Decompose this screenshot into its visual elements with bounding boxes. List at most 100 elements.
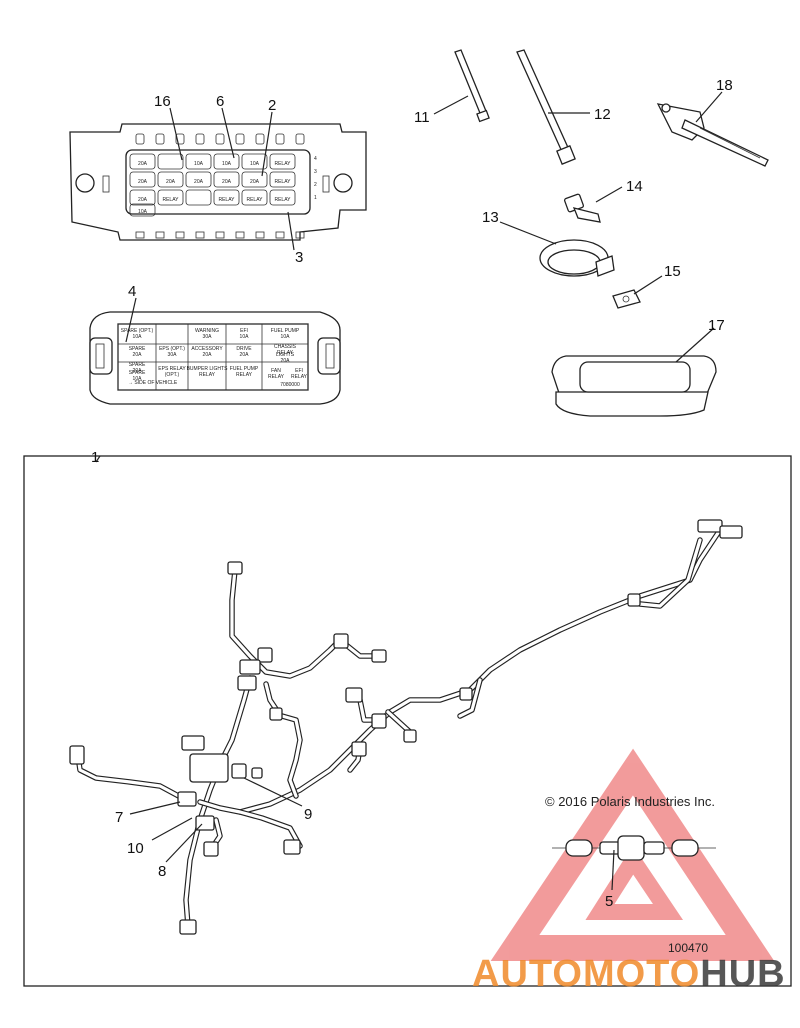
fuse-tab [255,133,265,145]
fuse-pin [135,231,145,239]
cover-cell-label: SPARE [129,370,146,376]
fuse-tab [235,133,245,145]
callout-7: 7 [115,809,123,826]
figure-number: 100470 [668,941,708,955]
fuse-slot [213,189,240,206]
leader-lines [95,91,723,891]
fuse-slot [241,153,268,170]
svg-text:AUTOMOTOHUB: AUTOMOTOHUB [472,953,786,995]
fuse-slot-label: 20A [138,197,148,203]
callout-4: 4 [128,283,136,300]
fuse-slot [269,153,296,170]
harness-wire-fill [458,678,482,718]
fuse-slot-label: 20A [138,161,148,167]
cover-cell-label: RELAY [291,374,308,380]
cover-cell-label: EPS (OPT.) [159,346,185,352]
cover-cell-label: 10A [133,376,143,382]
fuse-slot-label: 20A [166,179,176,185]
cover-cell-label: RELAY [236,372,253,378]
watermark-automoto: AUTOMOTO [472,953,700,995]
cover-cell-label: FAN [271,368,281,374]
fuse-pin [255,231,265,239]
cover-cell-label: RELAY [268,374,285,380]
fuse-slot [185,189,212,206]
fuse-slot-label: 10A [250,161,260,167]
wire-harness-1 [69,519,743,935]
callout-18: 18 [716,77,733,94]
cover-cell-label: 20A [133,352,143,358]
fuse-slot [241,171,268,188]
fuse-slot [213,171,240,188]
cable-tie-11 [454,49,490,123]
fuse-side-number: 2 [314,182,317,188]
callout-1: 1 [91,449,99,466]
fuse-slot-label: RELAY [162,197,179,203]
fuse-slot [185,171,212,188]
callout-11: 11 [414,109,430,126]
fuse-pin [175,231,185,239]
cable-tie-12 [516,49,576,165]
fuse-slot-label: 20A [250,179,260,185]
watermark-text: AUTOMOTOHUB [472,953,786,995]
fuse-slot [129,171,156,188]
cover-cell-label: CHASSIS [274,344,297,350]
fuse-slot [157,153,184,170]
fuse-tab [155,133,165,145]
fuse-tab [195,133,205,145]
fuse-slot [157,171,184,188]
cover-cell-label: ACCESSORY [191,346,223,352]
cover-cell-label: DRIVE [236,346,252,352]
clip-tie-18 [656,103,769,167]
fuse-slot [241,189,268,206]
callout-15: 15 [664,263,681,280]
fuse-slot-label: 20A [194,179,204,185]
fuse-side-number: 3 [314,169,317,175]
callout-8: 8 [158,863,166,880]
cover-cell-label: 20A [133,368,143,374]
cover-cell-label: RELAY [199,372,216,378]
callout-5: 5 [605,893,613,910]
fuse-tab [215,133,225,145]
callout-17: 17 [708,317,725,334]
cover-cell-label: RELAY [277,350,294,356]
cover-cell-label: 30A [203,334,213,340]
watermark-logo [490,748,775,961]
callout-numbers: 16 6 2 3 4 11 12 18 14 13 15 17 1 7 10 8… [91,77,733,910]
callout-13: 13 [482,209,499,226]
fuse-pin [195,231,205,239]
fuse-slot-label: 10A [138,209,148,215]
fuse-tab [295,133,305,145]
watermark-hub: HUB [700,953,785,995]
fuse-pin [215,231,225,239]
fuse-slot [157,189,184,206]
cover-cell-label: FUEL PUMP [230,366,259,372]
fuse-tab [275,133,285,145]
fuse-slot-label: 10A [194,161,204,167]
cover-17 [551,355,717,417]
harness-wire-outline [237,527,723,815]
callout-9: 9 [304,806,312,823]
fuse-slot-label: RELAY [246,197,263,203]
cover-cell-label: (OPT.) [165,372,180,378]
callout-12: 12 [594,106,611,123]
cover-cell-label: 10A [240,334,250,340]
fuse-tab [175,133,185,145]
copyright-text: © 2016 Polaris Industries Inc. [545,794,715,809]
harness-wire-fill [198,800,302,848]
fuse-slot [129,153,156,170]
harness-wire-fill [230,568,342,678]
fuse-side-number: 1 [314,195,317,201]
callout-14: 14 [626,178,643,195]
cover-cell-label: WARNING [195,328,219,334]
fuse-slot-label: RELAY [274,197,291,203]
fuse-slot [269,171,296,188]
cover-arrow-text: → SIDE OF VEHICLE [128,380,178,386]
callout-2: 2 [268,97,276,114]
fuse-slot-label: 10A [222,161,232,167]
harness-wire-fill [638,538,702,608]
callout-6: 6 [216,93,224,110]
fuse-slot-label: RELAY [274,179,291,185]
fuse-pin [235,231,245,239]
cover-cell-label: 20A [240,352,250,358]
